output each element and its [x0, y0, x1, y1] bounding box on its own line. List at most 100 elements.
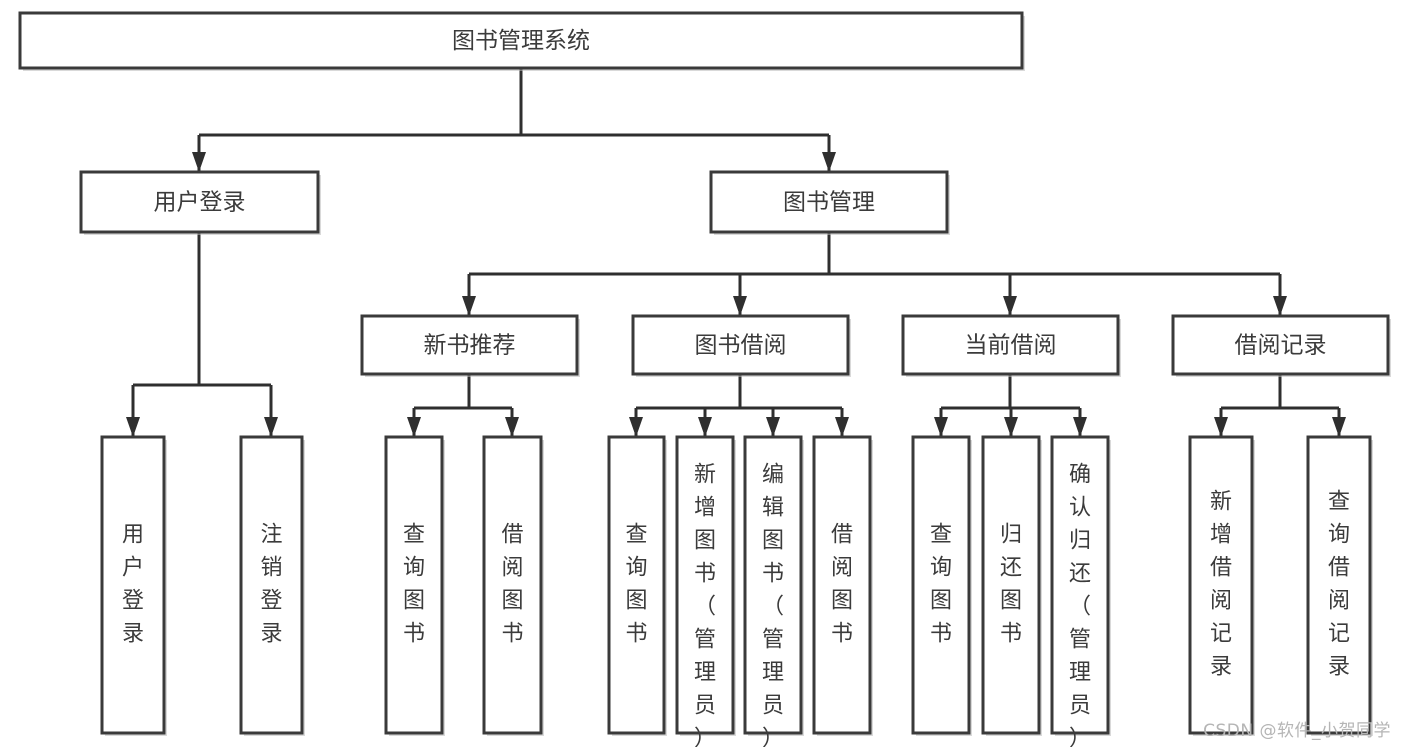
node-rect[interactable]	[607, 435, 666, 735]
node-label-char: 登	[260, 589, 282, 614]
node-rect[interactable]	[482, 435, 543, 735]
node-label-char: 书	[625, 622, 647, 647]
node-label-char: 管	[762, 628, 784, 653]
node-label-char: 图	[1000, 589, 1022, 614]
node-rect[interactable]	[709, 170, 949, 234]
node-label-char: 录	[1328, 655, 1350, 680]
node-label-char: 查	[930, 523, 952, 548]
node-label-char: 借	[1210, 556, 1232, 581]
connector-group	[407, 374, 519, 437]
node-leaf-user-login[interactable]: 用户登录	[100, 435, 167, 736]
node-label: 借阅记录	[1235, 333, 1327, 359]
node-rect[interactable]	[360, 314, 579, 376]
node-label: 当前借阅	[965, 333, 1057, 359]
node-label-char: 图	[831, 589, 853, 614]
node-rect[interactable]	[1171, 314, 1390, 376]
node-rect[interactable]	[631, 314, 850, 376]
node-label-char: （	[762, 595, 784, 620]
node-label-char: 录	[260, 622, 282, 647]
connector-group	[192, 68, 836, 172]
node-root[interactable]: 图书管理系统	[18, 11, 1025, 71]
arrow-head-icon	[835, 417, 849, 437]
node-label-char: 增	[1210, 523, 1232, 548]
node-rect[interactable]	[981, 435, 1041, 735]
node-label-char: 询	[1328, 523, 1350, 548]
node-label-char: 询	[930, 556, 952, 581]
node-book-manage[interactable]: 图书管理	[709, 170, 950, 235]
node-label-char: ）	[1069, 727, 1091, 747]
node-label-char: ）	[694, 727, 716, 747]
node-label-char: ）	[762, 727, 784, 747]
arrow-head-icon	[1004, 417, 1018, 437]
node-label-char: 用	[122, 523, 144, 548]
node-rect[interactable]	[812, 435, 872, 735]
arrow-head-icon	[629, 417, 643, 437]
node-label-char: 借	[831, 523, 853, 548]
node-label: 用户登录	[154, 190, 246, 216]
node-rect[interactable]	[911, 435, 971, 735]
node-label-char: 书	[694, 562, 716, 587]
arrow-head-icon	[766, 417, 780, 437]
arrow-head-icon	[505, 417, 519, 437]
node-current-borrow[interactable]: 当前借阅	[901, 314, 1121, 377]
node-label-char: 还	[1069, 562, 1091, 587]
node-label-char: 书	[403, 622, 425, 647]
arrow-head-icon	[1273, 296, 1287, 316]
node-label-char: 图	[501, 589, 523, 614]
node-rect[interactable]	[1050, 435, 1110, 735]
arrow-head-icon	[462, 296, 476, 316]
node-label-char: 图	[762, 529, 784, 554]
node-rect[interactable]	[384, 435, 444, 735]
node-label-char: 书	[762, 562, 784, 587]
arrow-head-icon	[1073, 417, 1087, 437]
node-borrow-record[interactable]: 借阅记录	[1171, 314, 1391, 377]
node-rect[interactable]	[1306, 435, 1372, 735]
node-label-char: 归	[1069, 529, 1091, 554]
node-label-char: 户	[122, 556, 144, 581]
node-rect[interactable]	[79, 170, 320, 234]
node-label-char: 书	[501, 622, 523, 647]
node-rect[interactable]	[239, 435, 304, 735]
node-rect[interactable]	[18, 11, 1024, 70]
node-label-char: 归	[1000, 523, 1022, 548]
node-label-char: 图	[403, 589, 425, 614]
arrow-head-icon	[264, 417, 278, 437]
node-label-char: 还	[1000, 556, 1022, 581]
connector-group	[1214, 374, 1346, 437]
arrow-head-icon	[698, 417, 712, 437]
node-label-char: 录	[122, 622, 144, 647]
node-label: 新书推荐	[424, 333, 516, 359]
node-rect[interactable]	[675, 435, 735, 735]
node-label: 图书借阅	[695, 333, 787, 359]
node-rect[interactable]	[743, 435, 803, 735]
node-label-char: 询	[403, 556, 425, 581]
node-rect[interactable]	[1188, 435, 1254, 735]
node-label: 图书管理系统	[452, 28, 590, 54]
node-new-book-rec[interactable]: 新书推荐	[360, 314, 580, 377]
node-label-char: 登	[122, 589, 144, 614]
node-label-char: 管	[1069, 628, 1091, 653]
node-label-char: 编	[762, 463, 784, 488]
node-rect[interactable]	[100, 435, 166, 735]
node-label-char: 图	[930, 589, 952, 614]
node-label-char: 注	[260, 523, 282, 548]
node-label-char: 阅	[501, 556, 523, 581]
node-rect[interactable]	[901, 314, 1120, 376]
connectors-layer	[126, 68, 1346, 437]
node-book-borrow[interactable]: 图书借阅	[631, 314, 851, 377]
node-user-login[interactable]: 用户登录	[79, 170, 321, 235]
node-label-char: （	[1069, 595, 1091, 620]
